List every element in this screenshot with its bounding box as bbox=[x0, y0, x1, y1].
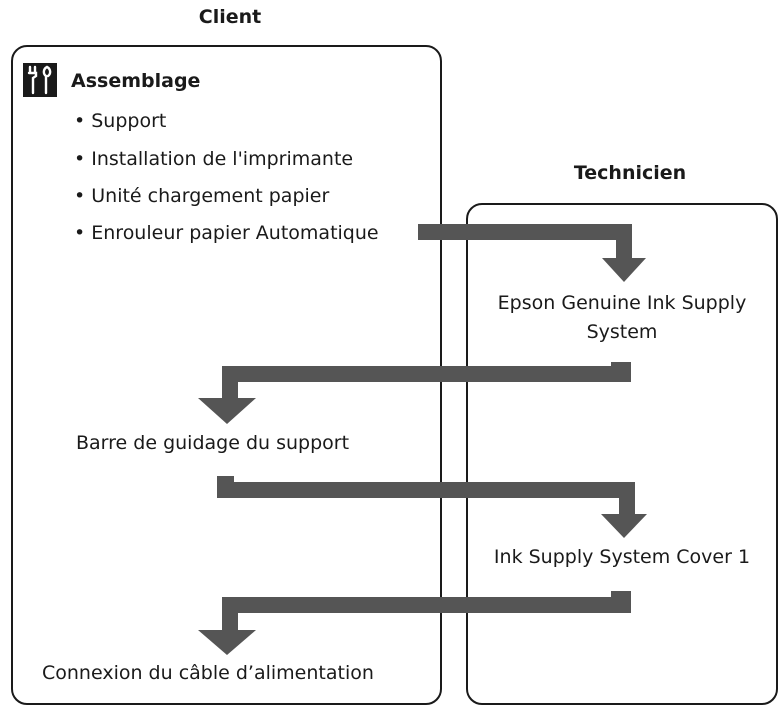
step-epson-line2: System bbox=[586, 321, 658, 343]
flow-arrow-1 bbox=[418, 224, 646, 282]
flow-arrow-3 bbox=[217, 476, 647, 538]
flow-arrow-2 bbox=[198, 362, 631, 424]
step-cover: Ink Supply System Cover 1 bbox=[493, 546, 751, 568]
tools-icon bbox=[23, 63, 57, 97]
flow-arrow-4 bbox=[198, 591, 631, 655]
technicien-panel bbox=[466, 203, 778, 705]
section-title: Assemblage bbox=[71, 70, 201, 92]
list-item-installation: • Installation de l'imprimante bbox=[74, 148, 354, 170]
list-item-unite: • Unité chargement papier bbox=[74, 185, 330, 207]
list-item-enrouleur: • Enrouleur papier Automatique bbox=[74, 222, 379, 244]
technicien-heading: Technicien bbox=[573, 162, 687, 184]
client-heading: Client bbox=[198, 6, 262, 28]
list-item-support: • Support bbox=[74, 110, 167, 132]
step-epson-line1: Epson Genuine Ink Supply bbox=[497, 292, 747, 314]
step-barre: Barre de guidage du support bbox=[76, 432, 350, 454]
step-connexion: Connexion du câble d’alimentation bbox=[42, 662, 374, 684]
